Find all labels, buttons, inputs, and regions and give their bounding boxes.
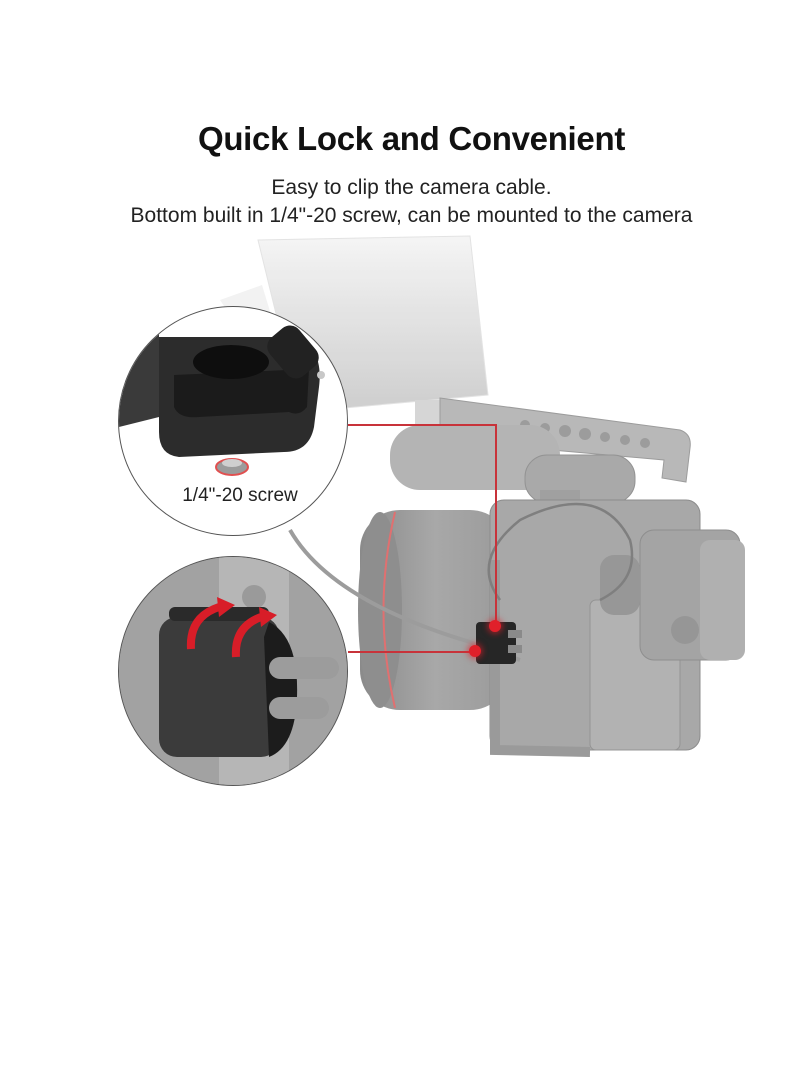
- lens-shape: [358, 510, 510, 710]
- callout-dot-top: [489, 620, 501, 632]
- cable-clamp-lock-icon: [119, 557, 347, 785]
- cable-clamp-bottom-icon: [119, 325, 325, 476]
- leader-line-top-horizontal: [348, 424, 496, 426]
- camera-cable: [288, 529, 521, 662]
- camera-body-shape: [489, 499, 745, 757]
- callout-circle-screw: 1/4"-20 screw: [118, 306, 348, 536]
- leader-line-top-vertical: [495, 424, 497, 627]
- subtitle-line-2: Bottom built in 1/4"-20 screw, can be mo…: [130, 204, 693, 227]
- page-title: Quick Lock and Convenient: [197, 120, 626, 157]
- screw-label: 1/4"-20 screw: [182, 485, 298, 506]
- rotate-arrow-icon: [186, 603, 221, 650]
- callout-circle-lock: [118, 556, 348, 786]
- callout-dot-bottom: [469, 645, 481, 657]
- cable-clamp-on-camera: [476, 622, 522, 664]
- rotate-arrow-icon: [231, 613, 263, 658]
- leader-line-bottom-horizontal: [348, 651, 476, 653]
- subtitle-line-1: Easy to clip the camera cable.: [271, 176, 552, 199]
